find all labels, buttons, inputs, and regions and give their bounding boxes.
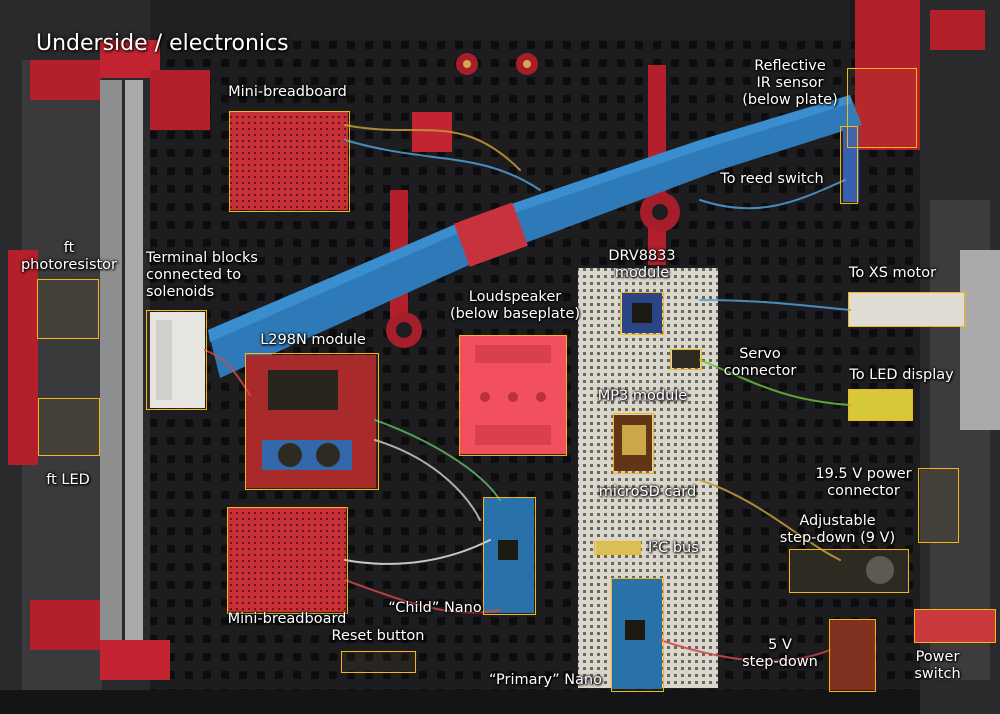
reset-button-box bbox=[341, 651, 416, 673]
terminal-blocks-box bbox=[146, 310, 207, 410]
stepdown-5v-box bbox=[829, 619, 876, 692]
mini-breadboard-bottom-box bbox=[227, 507, 348, 614]
power-connector-box bbox=[918, 468, 959, 543]
label-stepdown-5v: 5 V step-down bbox=[742, 637, 818, 670]
label-primary-nano: “Primary” Nano bbox=[488, 672, 602, 688]
adjustable-stepdown-box bbox=[789, 549, 909, 593]
label-mini-breadboard-bottom: Mini-breadboard bbox=[227, 611, 347, 627]
image-title: Underside / electronics bbox=[36, 31, 289, 56]
xs-motor-box bbox=[848, 292, 966, 327]
ir-sensor-box bbox=[847, 68, 917, 148]
label-reflective-ir: Reflective IR sensor (below plate) bbox=[742, 58, 838, 108]
mini-breadboard-top-box bbox=[229, 111, 350, 212]
reed-switch-box bbox=[840, 126, 858, 204]
label-led-display: To LED display bbox=[849, 367, 954, 383]
mp3-module-box bbox=[613, 413, 654, 474]
label-l298n: L298N module bbox=[260, 332, 366, 348]
label-mini-breadboard-top: Mini-breadboard bbox=[228, 84, 347, 100]
label-power-switch: Power switch bbox=[914, 649, 961, 682]
label-servo: Servo connector bbox=[723, 346, 797, 379]
loudspeaker-box bbox=[459, 335, 567, 456]
label-i2c: I²C bus bbox=[648, 540, 699, 556]
label-child-nano: “Child” Nano bbox=[388, 600, 482, 616]
label-reed-switch: To reed switch bbox=[720, 171, 824, 187]
label-ft-led: ft LED bbox=[46, 472, 90, 488]
ft-led-box bbox=[38, 398, 100, 456]
led-display-box bbox=[848, 389, 913, 421]
label-adjustable-stepdown: Adjustable step-down (9 V) bbox=[779, 513, 896, 546]
photoresistor-box bbox=[37, 279, 99, 339]
power-switch-box bbox=[914, 609, 996, 643]
i2c-bus-box bbox=[594, 541, 641, 555]
l298n-box bbox=[245, 353, 379, 490]
label-power-connector: 19.5 V power connector bbox=[815, 466, 912, 499]
primary-nano-box bbox=[611, 578, 664, 692]
child-nano-box bbox=[483, 497, 536, 615]
label-terminal-blocks: Terminal blocks connected to solenoids bbox=[146, 250, 258, 300]
servo-connector-box bbox=[670, 349, 702, 370]
drv8833-box bbox=[620, 292, 664, 335]
label-xs-motor: To XS motor bbox=[848, 265, 937, 281]
label-loudspeaker: Loudspeaker (below baseplate) bbox=[449, 289, 581, 322]
label-microsd: microSD card bbox=[598, 484, 697, 500]
label-photoresistor: ft photoresistor bbox=[20, 240, 118, 273]
label-reset-button: Reset button bbox=[331, 628, 425, 644]
label-mp3: MP3 module bbox=[597, 388, 688, 404]
label-drv8833: DRV8833 module bbox=[608, 248, 676, 281]
